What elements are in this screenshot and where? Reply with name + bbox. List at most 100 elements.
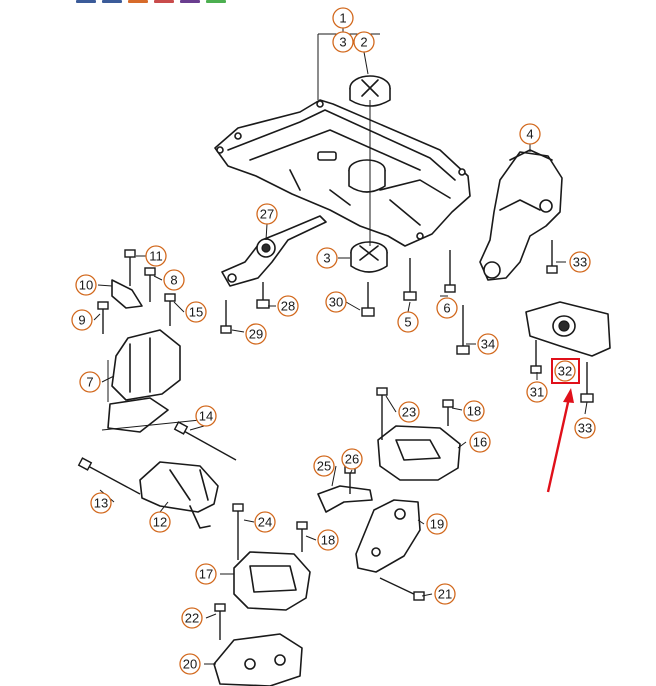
svg-text:12: 12 <box>153 515 167 530</box>
callout-15[interactable]: 15 <box>185 301 207 323</box>
callout-3b[interactable]: 3 <box>316 247 338 269</box>
svg-text:32: 32 <box>558 364 572 379</box>
bolt-31-drawing <box>530 340 542 374</box>
strip-swatch-5 <box>180 0 200 3</box>
bracket-20-drawing <box>213 633 303 686</box>
svg-text:20: 20 <box>183 657 197 672</box>
callout-16[interactable]: 16 <box>469 431 491 453</box>
svg-text:29: 29 <box>249 327 263 342</box>
svg-text:6: 6 <box>443 301 450 316</box>
bolt-5-drawing <box>403 258 417 301</box>
svg-text:11: 11 <box>149 249 163 264</box>
svg-text:7: 7 <box>86 375 93 390</box>
callout-33a[interactable]: 33 <box>569 251 591 273</box>
svg-text:8: 8 <box>170 273 177 288</box>
callout-22[interactable]: 22 <box>181 607 203 629</box>
transmission-mount-16-drawing <box>377 425 461 481</box>
callout-34[interactable]: 34 <box>477 333 499 355</box>
bolt-24-drawing <box>232 503 244 560</box>
bolt-21-drawing <box>379 577 425 601</box>
strip-swatch-3 <box>128 0 148 3</box>
bushing-lower-drawing <box>350 241 388 273</box>
svg-text:23: 23 <box>402 405 416 420</box>
engine-mount-7-drawing <box>101 329 201 433</box>
callout-10[interactable]: 10 <box>75 274 97 296</box>
bolt-6-drawing <box>444 250 456 293</box>
callout-8[interactable]: 8 <box>163 269 185 291</box>
svg-text:22: 22 <box>185 611 199 626</box>
mount-bracket-12-drawing <box>139 461 219 529</box>
callout-14[interactable]: 14 <box>195 405 217 427</box>
svg-text:10: 10 <box>79 278 93 293</box>
callout-27[interactable]: 27 <box>256 203 278 225</box>
svg-text:14: 14 <box>199 409 213 424</box>
svg-text:34: 34 <box>481 337 495 352</box>
strip-swatch-6 <box>206 0 226 3</box>
callout-4[interactable]: 4 <box>519 123 541 145</box>
callout-18a[interactable]: 18 <box>463 400 485 422</box>
callout-33b[interactable]: 33 <box>574 417 596 439</box>
strip-swatch-2 <box>102 0 122 3</box>
bracket-25-drawing <box>317 485 373 513</box>
bolt-9-drawing <box>97 301 109 334</box>
callouts: 1 3 2 4 27 11 3 33 8 10 30 28 6 15 9 5 2… <box>71 7 596 675</box>
bolt-23-drawing <box>376 387 388 440</box>
bolt-11-drawing <box>124 249 136 286</box>
svg-text:16: 16 <box>473 435 487 450</box>
callout-25[interactable]: 25 <box>313 455 335 477</box>
callout-29[interactable]: 29 <box>245 323 267 345</box>
callout-24[interactable]: 24 <box>254 511 276 533</box>
bolt-33-upper-drawing <box>546 240 558 274</box>
callout-28[interactable]: 28 <box>277 295 299 317</box>
callout-2[interactable]: 2 <box>353 31 375 53</box>
callout-3a[interactable]: 3 <box>332 31 354 53</box>
svg-text:30: 30 <box>329 295 343 310</box>
callout-18b[interactable]: 18 <box>317 529 339 551</box>
highlight-arrow <box>546 388 574 493</box>
subframe-drawing <box>214 99 471 247</box>
bolt-33-lower-drawing <box>580 362 594 403</box>
callout-12[interactable]: 12 <box>149 511 171 533</box>
bracket-10-drawing <box>111 279 143 309</box>
callout-6[interactable]: 6 <box>436 297 458 319</box>
callout-23[interactable]: 23 <box>398 401 420 423</box>
svg-text:3: 3 <box>339 35 346 50</box>
svg-text:17: 17 <box>199 567 213 582</box>
bushing-center-drawing <box>348 159 386 193</box>
bolt-29-drawing <box>220 300 232 334</box>
callout-5[interactable]: 5 <box>397 311 419 333</box>
bolt-14-drawing <box>173 421 237 461</box>
torque-rod-drawing <box>221 215 327 287</box>
bolt-15-drawing <box>164 293 176 326</box>
callout-13[interactable]: 13 <box>90 492 112 514</box>
svg-text:26: 26 <box>345 452 359 467</box>
bolt-18a-drawing <box>442 399 454 426</box>
top-color-strip <box>76 0 226 3</box>
callout-31[interactable]: 31 <box>526 381 548 403</box>
callout-26[interactable]: 26 <box>341 448 363 470</box>
svg-text:13: 13 <box>94 496 108 511</box>
svg-text:31: 31 <box>530 385 544 400</box>
mount-17-drawing <box>233 551 311 611</box>
bolt-22-drawing <box>214 603 226 640</box>
bolt-18b-drawing <box>296 521 308 552</box>
callout-11[interactable]: 11 <box>145 245 167 267</box>
bracket-19-drawing <box>355 499 421 573</box>
highlight-box-32 <box>551 358 580 384</box>
strip-swatch-4 <box>154 0 174 3</box>
svg-text:33: 33 <box>573 255 587 270</box>
svg-text:28: 28 <box>281 299 295 314</box>
svg-text:2: 2 <box>360 35 367 50</box>
callout-21[interactable]: 21 <box>434 583 456 605</box>
svg-text:33: 33 <box>578 421 592 436</box>
bolt-28-drawing <box>256 282 270 309</box>
callout-9[interactable]: 9 <box>71 309 93 331</box>
callout-17[interactable]: 17 <box>195 563 217 585</box>
callout-32[interactable]: 32 <box>554 360 576 382</box>
callout-7[interactable]: 7 <box>79 371 101 393</box>
callout-30[interactable]: 30 <box>325 291 347 313</box>
callout-19[interactable]: 19 <box>426 513 448 535</box>
callout-1[interactable]: 1 <box>332 7 354 29</box>
callout-20[interactable]: 20 <box>179 653 201 675</box>
